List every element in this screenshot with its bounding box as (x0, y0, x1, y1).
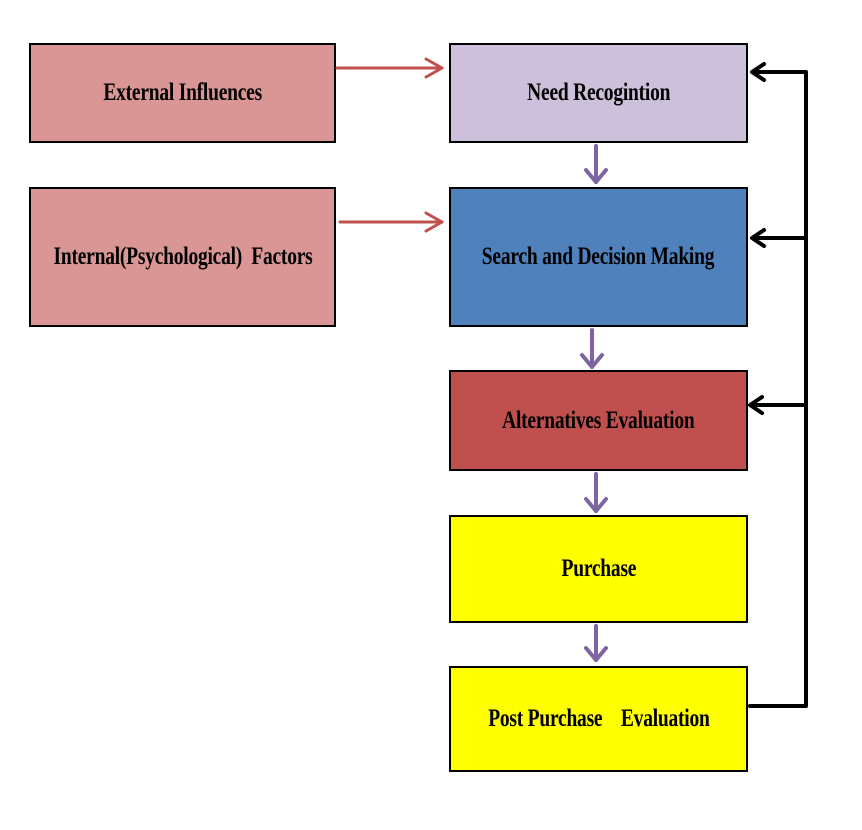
feedback-to-need-arrowhead (750, 62, 766, 82)
need-to-search-arrow (584, 144, 608, 184)
alternatives-to-purchase-arrow (584, 472, 608, 513)
influence-arrows (335, 57, 444, 233)
purchase-box: Purchase (449, 515, 748, 623)
external-to-need-arrow (335, 57, 444, 79)
post-purchase-evaluation-box: Post Purchase Evaluation (449, 666, 748, 772)
need-recognition-label: Need Recogintion (526, 79, 671, 106)
external-influences-box: External Influences (29, 43, 336, 143)
alternatives-evaluation-label: Alternatives Evaluation (502, 406, 695, 434)
external-influences-label: External Influences (103, 79, 262, 106)
feedback-loop (748, 62, 808, 708)
internal-factors-label: Internal(Psychological) Factors (53, 243, 312, 270)
post-purchase-evaluation-label: Post Purchase Evaluation (487, 705, 710, 732)
search-to-alternatives-arrow (580, 328, 604, 369)
internal-factors-box: Internal(Psychological) Factors (29, 187, 336, 327)
purchase-label: Purchase (561, 555, 636, 582)
flow-arrows (580, 144, 608, 662)
need-recognition-box: Need Recogintion (449, 43, 748, 143)
internal-to-search-arrow (338, 211, 444, 233)
purchase-to-post-arrow (584, 624, 608, 662)
search-decision-label: Search and Decision Making (482, 243, 715, 270)
alternatives-evaluation-box: Alternatives Evaluation (449, 370, 748, 471)
feedback-main-line (748, 70, 808, 708)
feedback-to-alternatives-arrowhead (748, 395, 764, 415)
search-decision-box: Search and Decision Making (449, 187, 748, 327)
feedback-to-search-arrowhead (750, 228, 766, 248)
